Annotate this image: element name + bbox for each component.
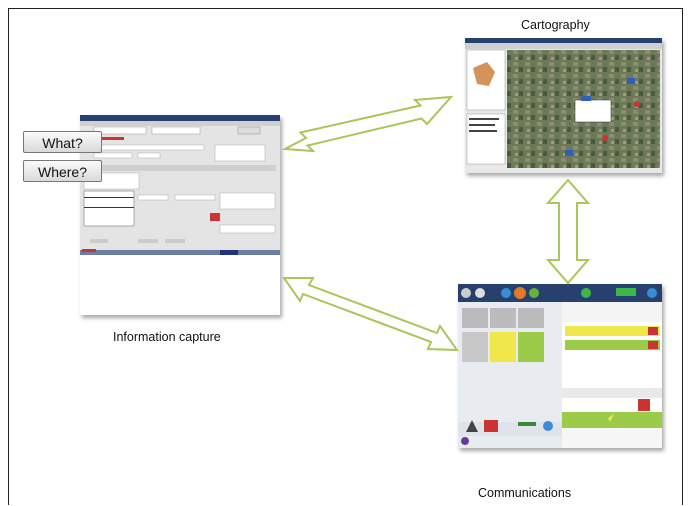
information-capture-label: Information capture <box>113 330 221 344</box>
information-capture-form <box>80 115 280 315</box>
communications-panel <box>458 284 662 448</box>
double-arrow-icon <box>282 277 459 352</box>
cartography-map <box>465 38 662 168</box>
where-button[interactable]: Where? <box>23 160 102 182</box>
information-capture-screenshot <box>80 115 280 315</box>
communications-label: Communications <box>478 486 572 500</box>
cartography-label: Cartography <box>521 18 590 32</box>
double-arrow-icon <box>545 178 591 285</box>
communications-screenshot <box>458 284 662 448</box>
cartography-screenshot <box>465 38 662 173</box>
what-button[interactable]: What? <box>23 131 102 153</box>
double-arrow-icon <box>281 95 454 153</box>
